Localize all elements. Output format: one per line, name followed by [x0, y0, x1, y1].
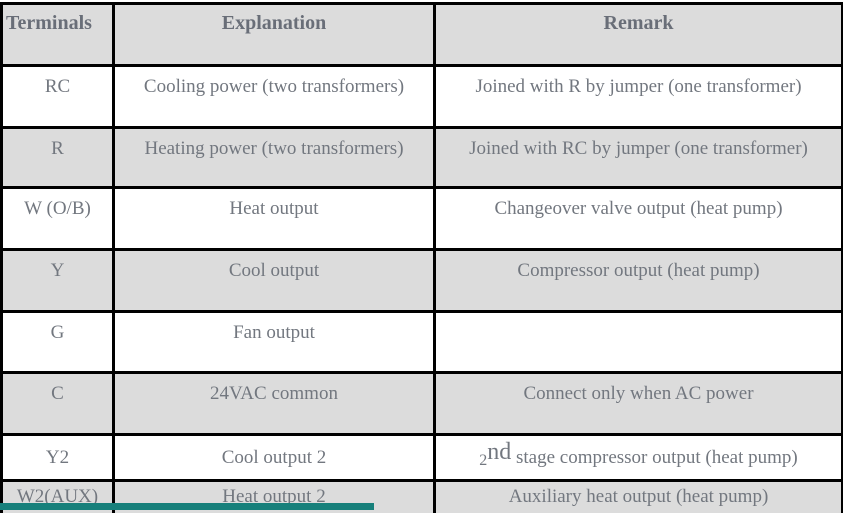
remark-cell: Changeover valve output (heat pump): [433, 186, 843, 251]
remark-cell: [433, 310, 843, 374]
header-terminals: Terminals: [0, 2, 115, 67]
terminal-cell: C: [0, 371, 115, 436]
terminal-cell: Y: [0, 248, 115, 313]
explanation-cell: Cool output 2: [112, 433, 436, 482]
teal-accent-bar: [0, 503, 374, 510]
remark-cell: Connect only when AC power: [433, 371, 843, 436]
remark-cell: Auxiliary heat output (heat pump): [433, 479, 843, 513]
remark-cell: 2nd stage compressor output (heat pump): [433, 433, 843, 482]
table-row-r: R Heating power (two transformers) Joine…: [0, 126, 843, 189]
remark-cell: Joined with R by jumper (one transformer…: [433, 64, 843, 129]
terminal-cell: RC: [0, 64, 115, 129]
remark-text: stage compressor output (heat pump): [511, 447, 798, 468]
terminal-cell: R: [0, 126, 115, 189]
table-row-rc: RC Cooling power (two transformers) Join…: [0, 64, 843, 129]
header-remark: Remark: [433, 2, 843, 67]
terminal-cell: W (O/B): [0, 186, 115, 251]
remark-cell: Joined with RC by jumper (one transforme…: [433, 126, 843, 189]
table-row-y2: Y2 Cool output 2 2nd stage compressor ou…: [0, 433, 843, 482]
explanation-cell: Heat output: [112, 186, 436, 251]
explanation-cell: 24VAC common: [112, 371, 436, 436]
remark-cell: Compressor output (heat pump): [433, 248, 843, 313]
table-header-row: Terminals Explanation Remark: [0, 2, 843, 67]
table-row-y: Y Cool output Compressor output (heat pu…: [0, 248, 843, 313]
table-row-g: G Fan output: [0, 310, 843, 374]
explanation-cell: Fan output: [112, 310, 436, 374]
remark-ordinal-suffix: nd: [487, 439, 512, 465]
table-row-w: W (O/B) Heat output Changeover valve out…: [0, 186, 843, 251]
terminal-cell: G: [0, 310, 115, 374]
explanation-cell: Cooling power (two transformers): [112, 64, 436, 129]
table-row-c: C 24VAC common Connect only when AC powe…: [0, 371, 843, 436]
explanation-cell: Cool output: [112, 248, 436, 313]
remark-ordinal-number: 2: [479, 452, 488, 469]
header-explanation: Explanation: [112, 2, 436, 67]
terminal-cell: Y2: [0, 433, 115, 482]
explanation-cell: Heating power (two transformers): [112, 126, 436, 189]
